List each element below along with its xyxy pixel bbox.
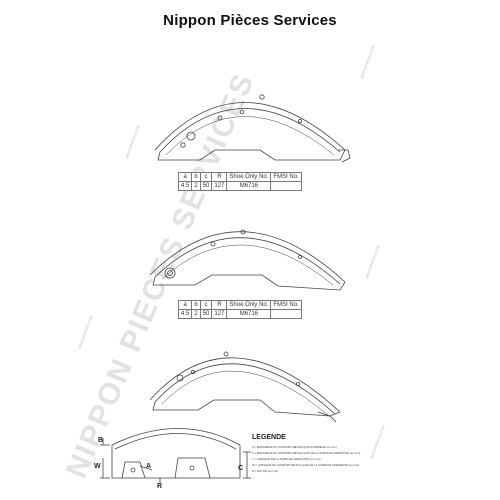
col-header-fmsi: FMSI No. (270, 300, 302, 310)
col-header-r: R (211, 300, 228, 310)
cell-c: 50 (199, 181, 213, 191)
table-row: 4.5 2 50 127 M6716 (177, 181, 302, 191)
dimension-letter-r: R (157, 483, 163, 490)
dimension-letter-w: W (94, 463, 101, 470)
spec-table-1: a b c R Shoe Only No. FMSI No. 4.5 2 50 … (177, 172, 302, 191)
page-title: Nippon Pièces Services (163, 12, 337, 29)
col-header-c: c (199, 300, 213, 310)
cell-b: 2 (191, 181, 201, 191)
legend-title: LEGENDE (252, 434, 286, 441)
cell-shoe: M6716 (226, 181, 272, 191)
col-header-c: c (199, 172, 213, 182)
cell-r: 127 (211, 309, 228, 319)
cell-a: 4.5 (177, 181, 193, 191)
brake-shoe-2 (149, 229, 346, 291)
cell-r: 127 (211, 181, 228, 191)
dimension-diagram (100, 428, 251, 483)
cell-c: 50 (199, 309, 213, 319)
legend-line-c: c = LARGEUR DE LA SURFACE FREINANTE (en … (252, 457, 321, 461)
col-header-fmsi: FMSI No. (270, 172, 302, 182)
table-header-row: a b c R Shoe Only No. FMSI No. (177, 300, 302, 310)
col-header-b: b (191, 172, 201, 182)
legend-line-a: a = EPAISSEUR DU SUPPORT METALLIQUE INTE… (252, 445, 337, 449)
cell-b: 2 (191, 309, 201, 319)
col-header-shoe: Shoe Only No. (226, 300, 272, 310)
dimension-letter-b: B (98, 437, 104, 444)
cell-shoe: M6716 (226, 309, 272, 319)
legend: LEGENDE a = EPAISSEUR DU SUPPORT METALLI… (252, 434, 412, 474)
cell-fmsi (270, 181, 302, 191)
col-header-r: R (211, 172, 228, 182)
legend-line-w: W = LARGEUR DU SUPPORT METALLIQUE DE LA … (252, 463, 360, 467)
col-header-a: a (177, 172, 193, 182)
brake-shoe-3 (149, 351, 341, 423)
brake-shoe-1 (154, 94, 351, 163)
dimension-letter-a: A (146, 463, 152, 470)
dimension-letter-c: C (238, 465, 244, 472)
table-row: 4.5 2 50 127 M6716 (177, 309, 302, 319)
legend-line-r: R = RAYON (en mm) (252, 469, 279, 473)
table-header-row: a b c R Shoe Only No. FMSI No. (177, 172, 302, 182)
cell-a: 4.5 (177, 309, 193, 319)
spec-table-2: a b c R Shoe Only No. FMSI No. 4.5 2 50 … (177, 300, 302, 319)
cell-fmsi (270, 309, 302, 319)
col-header-b: b (191, 300, 201, 310)
legend-line-b: b = EPAISSEUR DU SUPPORT METALLIQUE DE L… (252, 451, 361, 455)
col-header-shoe: Shoe Only No. (226, 172, 272, 182)
col-header-a: a (177, 300, 193, 310)
